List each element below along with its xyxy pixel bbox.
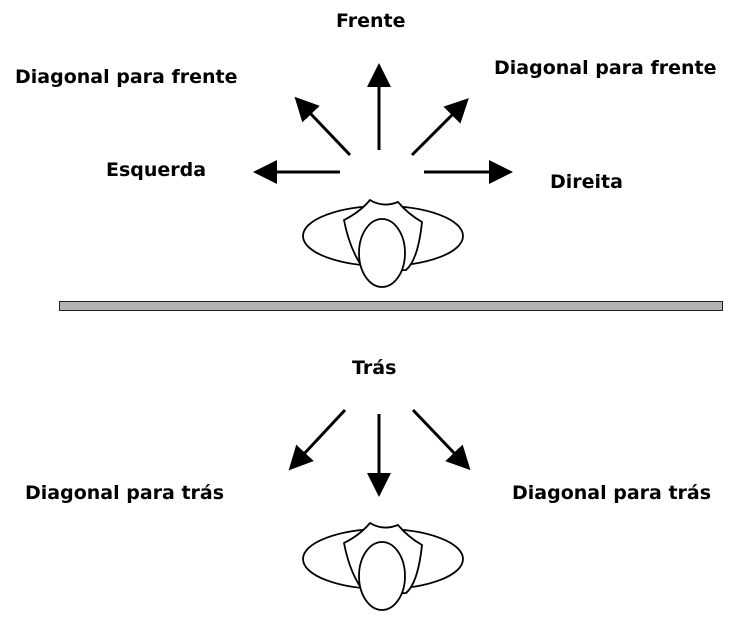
arrow-back-right: [411, 408, 471, 471]
top-arrows: [253, 63, 513, 184]
arrow-front-left: [294, 96, 352, 157]
label-esquerda: Esquerda: [106, 159, 207, 181]
label-diagonal-front-right: Diagonal para frente: [494, 57, 717, 79]
label-frente: Frente: [336, 10, 406, 32]
arrow-back-left: [288, 408, 347, 471]
label-tras: Trás: [352, 357, 397, 379]
bottom-arrows: [288, 408, 471, 497]
label-diagonal-front-left: Diagonal para frente: [15, 66, 238, 88]
person-top-icon: [302, 198, 464, 288]
section-divider: [59, 301, 723, 311]
person-bottom-icon: [302, 521, 464, 611]
label-direita: Direita: [550, 171, 623, 193]
arrow-front-right: [410, 98, 469, 157]
label-diagonal-back-left: Diagonal para trás: [25, 482, 225, 504]
label-diagonal-back-right: Diagonal para trás: [512, 482, 712, 504]
